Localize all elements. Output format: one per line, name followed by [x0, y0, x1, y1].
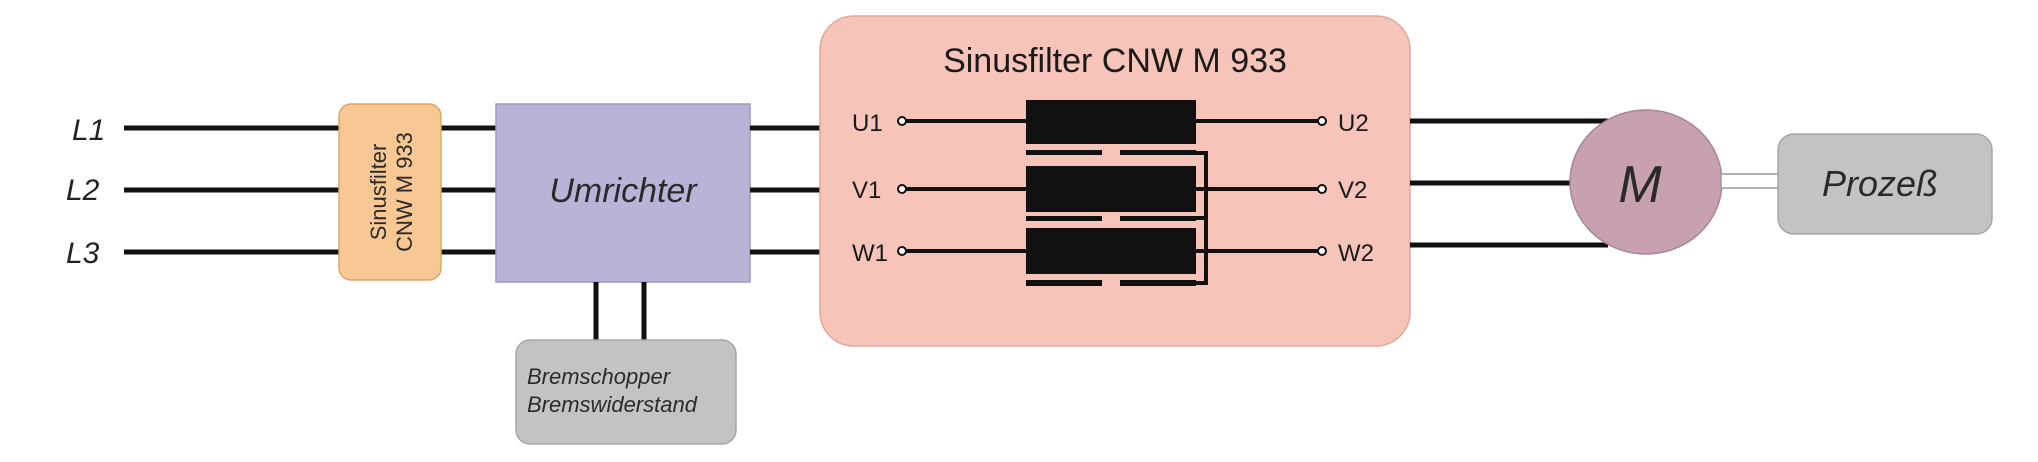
- motor-shaft: [1720, 173, 1780, 189]
- input-wires: [124, 125, 496, 255]
- converter-label: Umrichter: [549, 172, 698, 210]
- inductor-core-v: [1026, 166, 1196, 212]
- brake-label-line2: Bremswiderstand: [527, 392, 698, 417]
- phase-label-l1: L1: [72, 114, 105, 147]
- brake-box: [515, 339, 737, 445]
- process-label: Prozeß: [1822, 163, 1938, 204]
- input-filter-label-line2: CNW M 933: [392, 132, 417, 252]
- terminal-w2: W2: [1338, 240, 1374, 267]
- converter-box: [495, 103, 751, 283]
- input-filter-label-line1: Sinusfilter: [366, 144, 391, 241]
- process-box: [1777, 133, 1993, 235]
- terminal-u1: U1: [852, 110, 883, 137]
- phase-label-l3: L3: [66, 237, 100, 270]
- terminal-v1: V1: [852, 177, 881, 204]
- terminal-circles: [897, 116, 1327, 256]
- motor-label: M: [1618, 156, 1662, 214]
- inductor-core-u: [1026, 100, 1196, 144]
- converter-output-wires: [750, 125, 820, 255]
- input-filter-box: [338, 103, 442, 281]
- inductor-core-w: [1026, 228, 1196, 274]
- terminal-w1: W1: [852, 240, 888, 267]
- brake-wires: [593, 282, 647, 342]
- sine-filter-title: Sinusfilter CNW M 933: [943, 42, 1287, 80]
- brake-label-line1: Bremschopper: [527, 364, 672, 389]
- terminal-v2: V2: [1338, 177, 1367, 204]
- terminal-u2: U2: [1338, 110, 1369, 137]
- phase-label-l2: L2: [66, 174, 100, 207]
- inductor-schematic: [906, 100, 1318, 286]
